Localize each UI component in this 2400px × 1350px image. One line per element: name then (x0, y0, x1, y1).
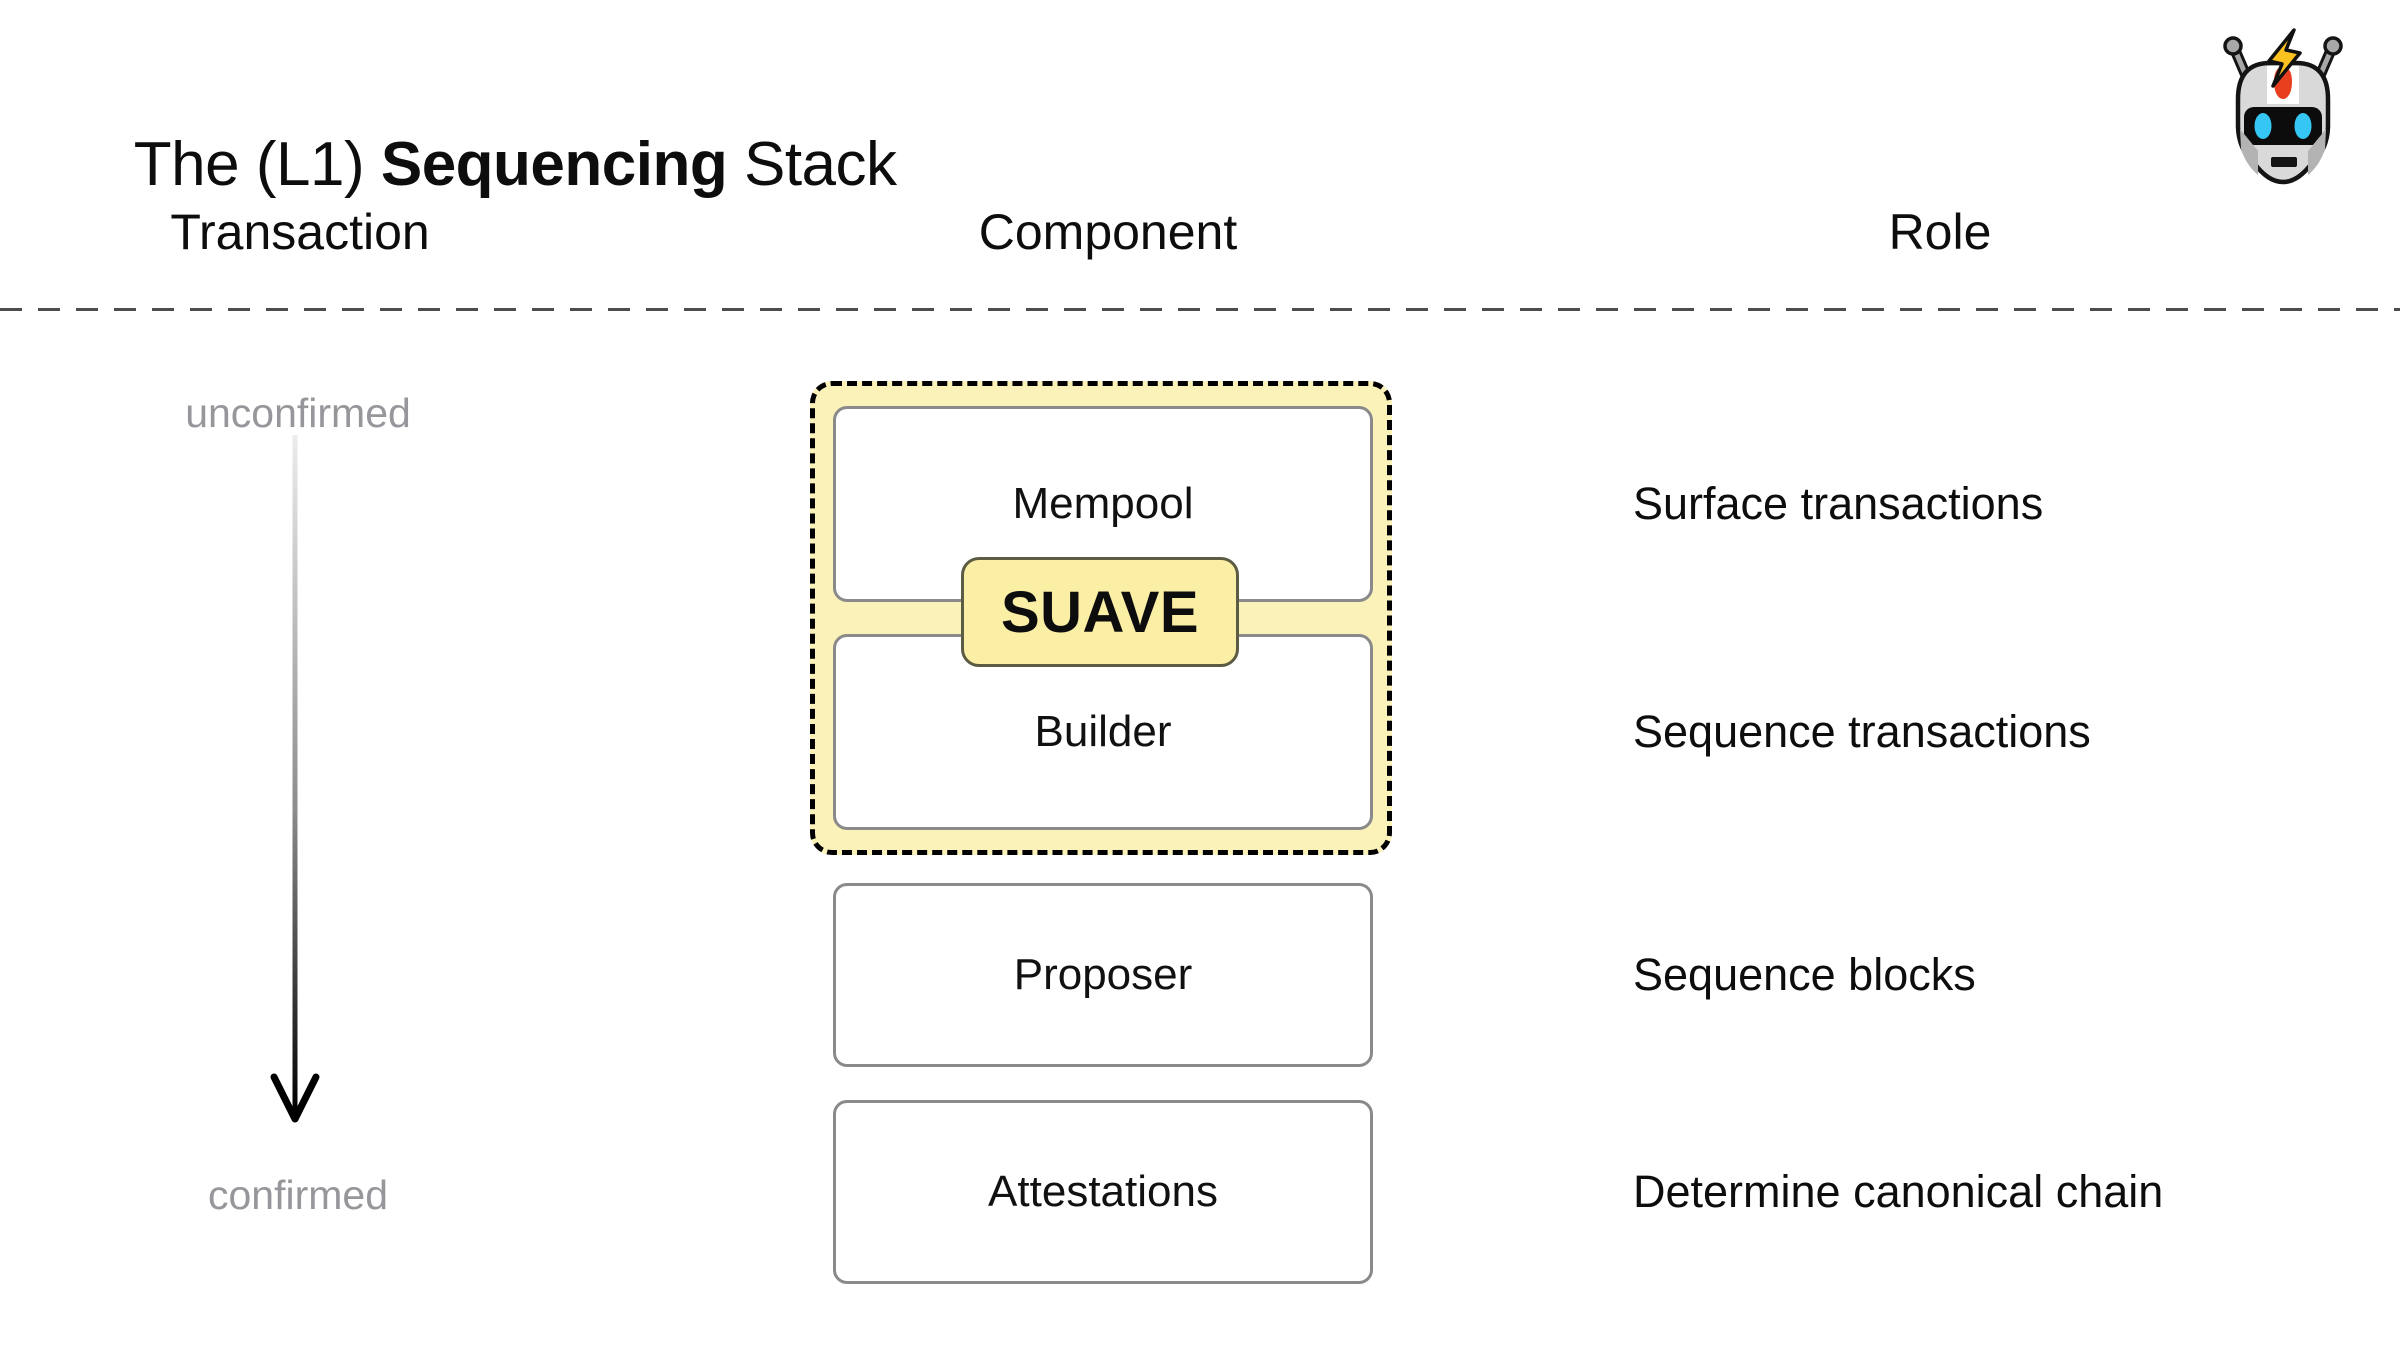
role-text-determine-canonical-chain: Determine canonical chain (1633, 1166, 2164, 1217)
header-separator-line (0, 308, 2400, 311)
role-text-sequence-transactions: Sequence transactions (1633, 706, 2091, 757)
column-header-role: Role (1888, 204, 1992, 260)
suave-badge-label: SUAVE (1000, 579, 1200, 645)
column-header-component: Component (978, 204, 1238, 260)
component-box-attestations: Attestations (833, 1100, 1373, 1284)
component-label: Proposer (1013, 950, 1193, 999)
robot-lightning-icon (2223, 28, 2343, 185)
component-box-proposer: Proposer (833, 883, 1373, 1067)
title-emphasis: Sequencing (380, 130, 728, 199)
transaction-flow-arrow (270, 435, 320, 1123)
component-label: Attestations (988, 1167, 1218, 1216)
title-suffix: Stack (727, 130, 897, 199)
page-title: The (L1) Sequencing Stack (68, 58, 897, 271)
role-text-surface-transactions: Surface transactions (1633, 478, 2044, 529)
flow-label-unconfirmed: unconfirmed (185, 390, 411, 436)
flow-label-confirmed: confirmed (207, 1172, 389, 1218)
column-header-transaction: Transaction (170, 204, 430, 260)
title-prefix: The (L1) (133, 130, 381, 199)
component-label: Mempool (1012, 479, 1194, 528)
role-text-sequence-blocks: Sequence blocks (1633, 949, 1976, 1000)
component-label: Builder (1034, 707, 1172, 756)
suave-badge: SUAVE (961, 557, 1239, 667)
